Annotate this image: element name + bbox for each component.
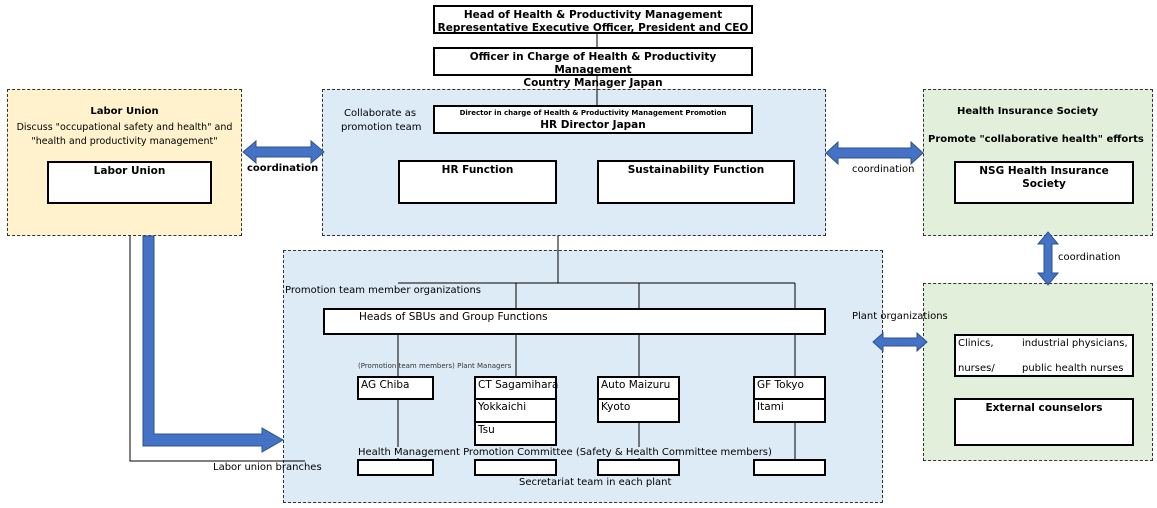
- plant-tsu: Tsu: [474, 421, 557, 446]
- label-line: promotion team: [341, 122, 422, 133]
- health-insurance-subtitle: Promote "collaborative health" efforts: [928, 134, 1144, 145]
- public-nurses-text: public health nurses: [1022, 363, 1124, 374]
- head-title: Head of Health & Productivity Management: [463, 9, 723, 21]
- secretariat-box: [753, 459, 826, 476]
- secretariat-box: [357, 459, 434, 476]
- nurses-text: nurses/: [958, 363, 995, 374]
- promotion-team-label: Collaborate as promotion team: [341, 107, 422, 135]
- plant-managers-label: (Promotion team members) Plant Managers: [358, 362, 512, 370]
- head-box: Head of Health & Productivity Management…: [433, 5, 753, 34]
- head-role: Representative Executive Officer, Presid…: [437, 22, 749, 34]
- coordination-label-vertical: coordination: [1058, 252, 1121, 263]
- health-insurance-title: Health Insurance Society: [957, 106, 1099, 117]
- sustainability-function-box: Sustainability Function: [597, 160, 795, 204]
- coordination-arrow-left: [242, 139, 325, 165]
- plant-kyoto: Kyoto: [597, 398, 680, 423]
- committee-label: Health Management Promotion Committee (S…: [358, 447, 772, 458]
- nsg-health-insurance-box: NSG Health Insurance Society: [954, 161, 1134, 204]
- physicians-text: industrial physicians,: [1022, 338, 1128, 349]
- secretariat-box: [597, 459, 680, 476]
- officer-box: Officer in Charge of Health & Productivi…: [433, 47, 753, 89]
- member-organizations-label: Promotion team member organizations: [285, 285, 481, 296]
- labor-union-branches-arrow: [142, 235, 285, 453]
- heads-of-sbus-box: Heads of SBUs and Group Functions: [323, 308, 826, 335]
- plant-ct-sagamihara: CT Sagamihara: [474, 376, 558, 400]
- director-title: Director in charge of Health & Productiv…: [459, 109, 727, 117]
- officer-role: Country Manager Japan: [523, 77, 663, 89]
- labor-union-branches-label: Labor union branches: [213, 462, 322, 473]
- plant-gf-tokyo: GF Tokyo: [753, 376, 826, 400]
- plant-yokkaichi: Yokkaichi: [474, 398, 557, 423]
- coordination-arrow-vertical: [1036, 231, 1060, 286]
- clinics-box: Clinics, industrial physicians, nurses/ …: [954, 334, 1134, 377]
- plant-organizations-arrow: [872, 331, 928, 353]
- secretariat-label: Secretariat team in each plant: [519, 477, 672, 488]
- plant-organizations-label: Plant organizations: [852, 311, 948, 322]
- labor-union-title: Labor Union: [90, 106, 159, 117]
- plant-itami: Itami: [753, 398, 826, 423]
- secretariat-box: [474, 459, 557, 476]
- desc-line: "health and productivity management": [31, 136, 218, 147]
- label-line: Collaborate as: [344, 108, 417, 119]
- hr-function-box: HR Function: [398, 160, 557, 204]
- director-role: HR Director Japan: [540, 119, 646, 131]
- labor-union-desc: Discuss "occupational safety and health"…: [7, 121, 242, 149]
- coordination-label: coordination: [247, 163, 319, 174]
- external-counselors-box: External counselors: [954, 398, 1134, 446]
- plant-auto-maizuru: Auto Maizuru: [597, 376, 680, 400]
- plant-ag-chiba: AG Chiba: [357, 376, 434, 400]
- officer-title: Officer in Charge of Health & Productivi…: [469, 51, 717, 76]
- coordination-label-right: coordination: [852, 164, 915, 175]
- coordination-arrow-right: [825, 140, 924, 166]
- desc-line: Discuss "occupational safety and health"…: [16, 122, 233, 133]
- heads-text: Heads of SBUs and Group Functions: [359, 311, 548, 323]
- labor-union-box: Labor Union: [47, 161, 212, 204]
- clinics-text: Clinics,: [958, 338, 994, 349]
- director-box: Director in charge of Health & Productiv…: [433, 105, 753, 134]
